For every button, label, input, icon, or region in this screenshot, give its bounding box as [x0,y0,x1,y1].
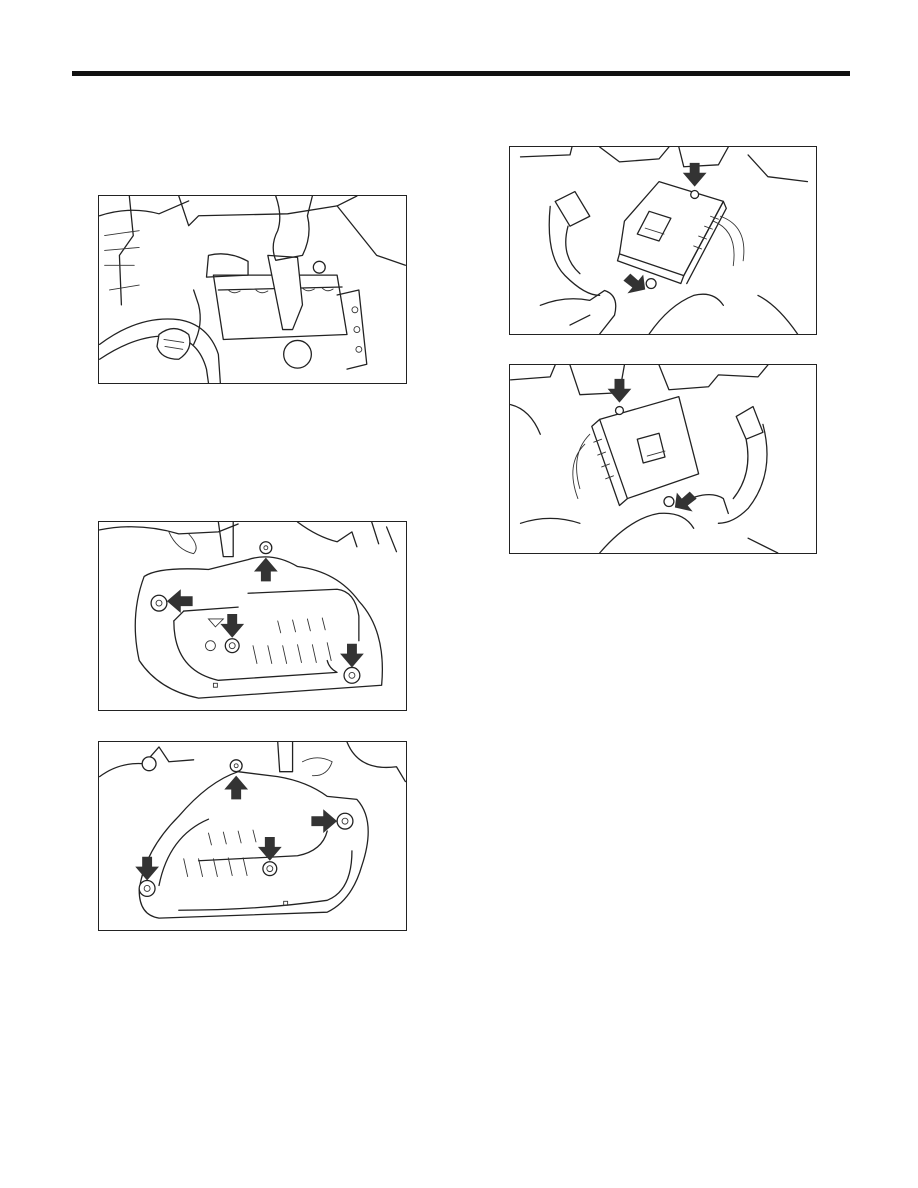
figure-under-cover-right [98,741,407,931]
header-rule [72,71,850,76]
control-module-upper-illustration [519,147,809,334]
arrow-marker [623,273,646,294]
arrow-marker [224,775,249,800]
figure-control-module-upper [509,146,817,335]
arrow-marker [311,809,338,834]
arrow-marker [682,162,707,187]
battery-illustration [99,196,406,383]
figure-battery-terminal [98,195,407,384]
arrow-marker [135,856,159,881]
figure-control-module-lower [509,364,817,554]
arrow-marker [674,491,697,512]
figure-under-cover-left [98,521,407,711]
arrow-marker [220,614,245,638]
arrow-marker [340,643,364,668]
arrow-marker [253,557,278,582]
arrow-marker [607,378,632,403]
control-module-lower-illustration [510,365,779,553]
arrow-marker [257,836,282,861]
arrow-marker [166,589,193,614]
under-cover-left-illustration [99,522,398,699]
under-cover-right-illustration [99,742,406,919]
